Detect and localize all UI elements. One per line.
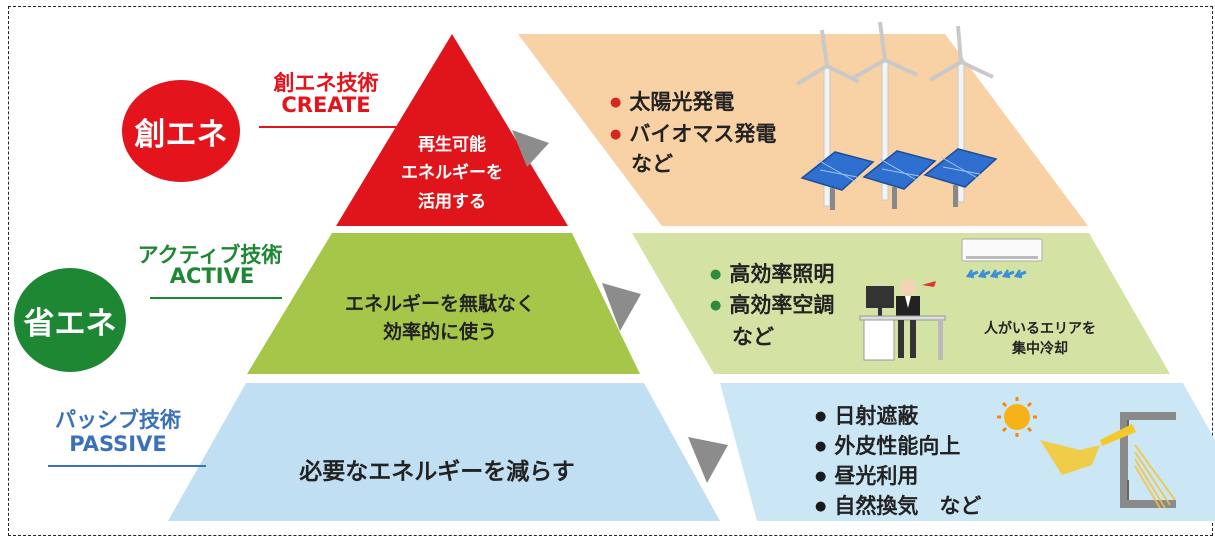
create-item-2: バイオマス発電 xyxy=(610,118,776,148)
passive-pyramid-text: 必要なエネルギーを減らす xyxy=(299,459,575,485)
office-worker-icon xyxy=(859,279,946,361)
solar-panel-icon xyxy=(800,148,998,210)
create-pyramid-line-3: 活用する xyxy=(418,192,486,212)
wind-turbine-icon xyxy=(795,21,994,207)
active-pyramid-line-2: 効率的に使う xyxy=(382,321,498,343)
create-triangle xyxy=(336,34,568,226)
create-tech-sub: CREATE xyxy=(281,93,371,117)
create-circle: 創エネ xyxy=(122,80,240,182)
create-items-suffix: など xyxy=(631,152,673,176)
active-items-suffix: など xyxy=(732,325,774,349)
passive-item-3: 昼光利用 xyxy=(815,460,918,490)
passive-item-2: 外皮性能向上 xyxy=(815,430,960,460)
create-pyramid-line-2: エネルギーを xyxy=(401,163,503,183)
active-note-line-2: 集中冷却 xyxy=(1012,341,1068,357)
create-arrow-icon xyxy=(512,130,549,167)
active-circle: 省エネ xyxy=(14,268,126,372)
create-tech-title: 創エネ技術 xyxy=(273,71,379,95)
create-circle-label: 創エネ xyxy=(134,116,228,153)
passive-arrow-icon xyxy=(688,437,728,483)
passive-item-1: 日射遮蔽 xyxy=(815,400,918,430)
building-section-icon xyxy=(1040,412,1176,509)
sun-icon xyxy=(997,397,1037,437)
passive-item-4: 自然換気 など xyxy=(815,490,981,520)
active-arrow-icon xyxy=(602,283,641,331)
active-note-line-1: 人がいるエリアを xyxy=(984,321,1096,337)
active-item-2: 高効率空調 xyxy=(710,289,834,319)
active-pyramid-line-1: エネルギーを無駄なく xyxy=(344,293,536,315)
active-item-1: 高効率照明 xyxy=(710,258,834,288)
passive-trapezoid xyxy=(168,383,720,521)
active-trapezoid xyxy=(247,233,640,374)
active-circle-label: 省エネ xyxy=(23,305,117,342)
passive-tech-title: パッシブ技術 xyxy=(55,408,181,432)
air-conditioner-icon xyxy=(961,238,1043,279)
create-panel xyxy=(518,34,1088,226)
passive-tech-sub: PASSIVE xyxy=(69,432,167,456)
create-item-1: 太陽光発電 xyxy=(610,86,734,116)
active-tech-sub: ACTIVE xyxy=(169,264,255,288)
active-tech-title: アクティブ技術 xyxy=(137,243,283,267)
create-pyramid-line-1: 再生可能 xyxy=(418,135,486,155)
